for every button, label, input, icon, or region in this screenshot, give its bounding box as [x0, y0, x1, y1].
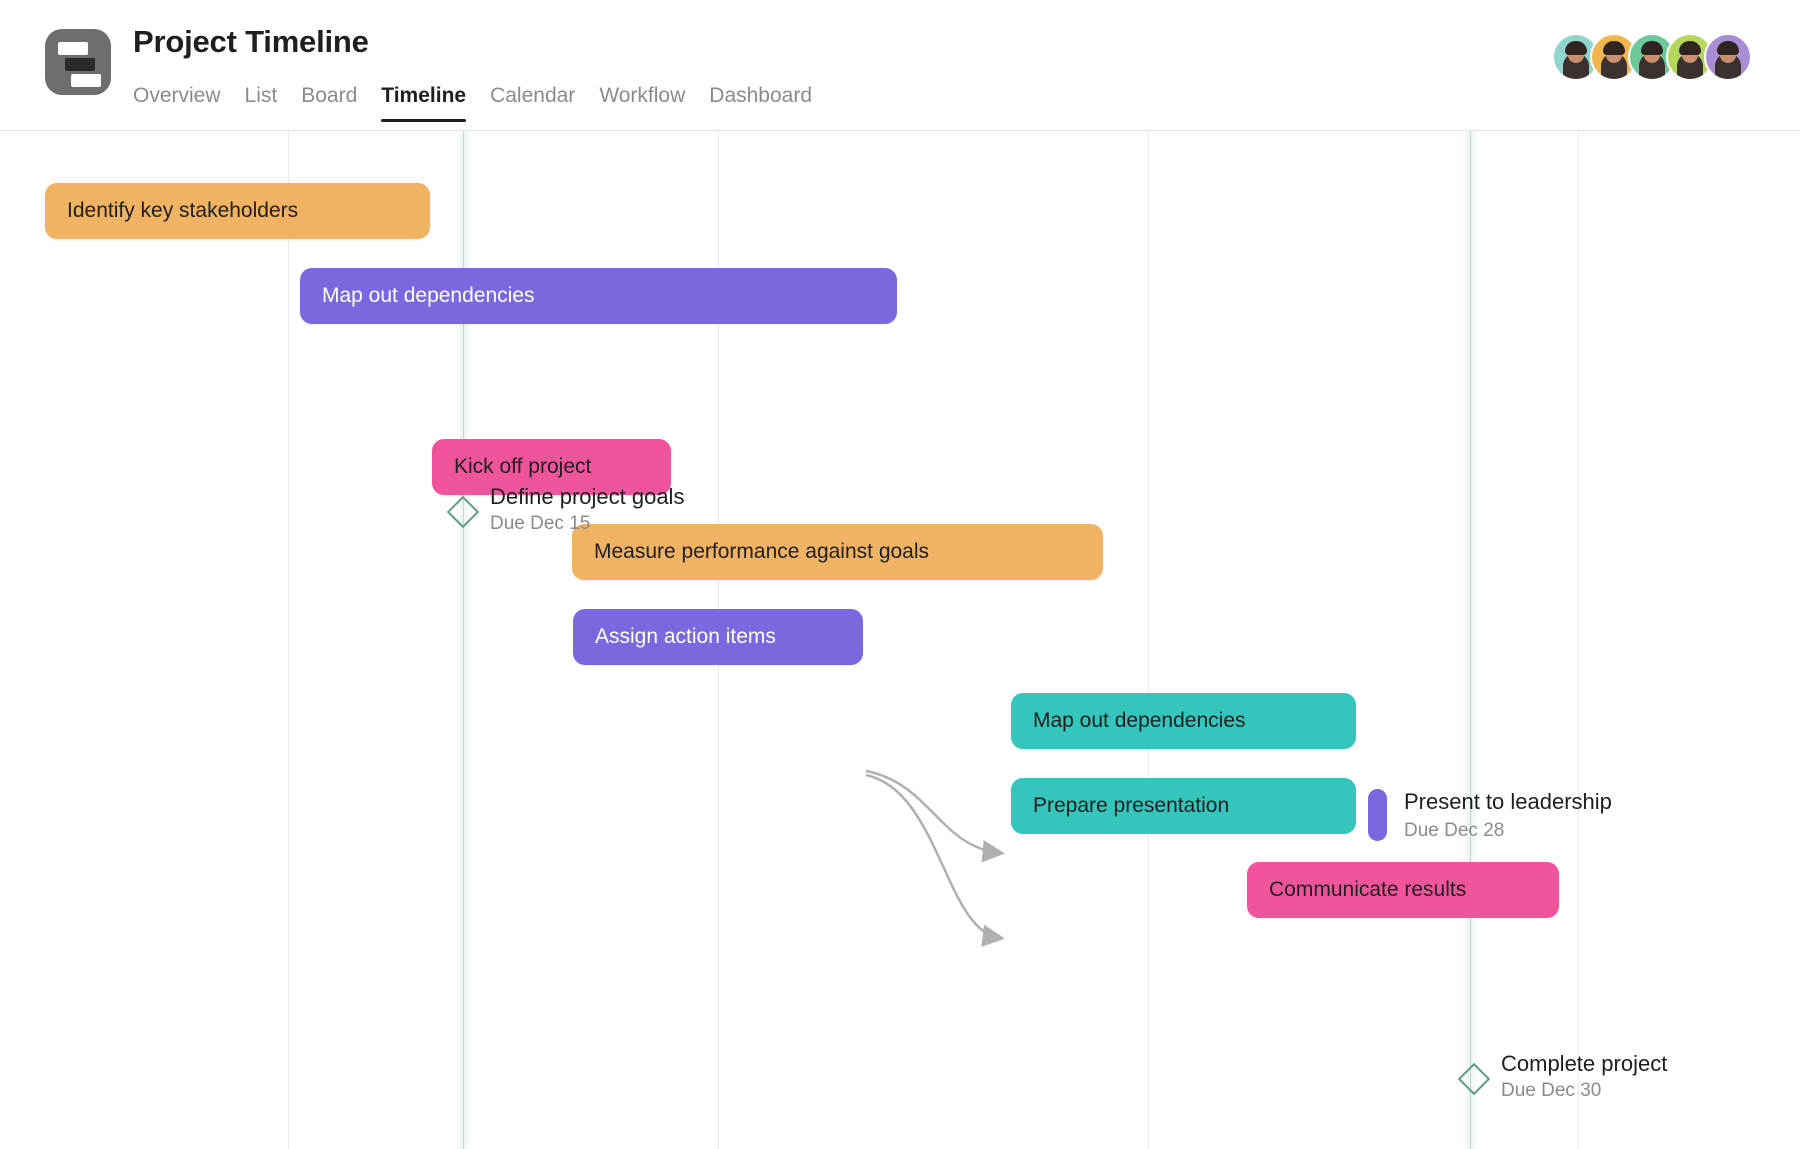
tab-list[interactable]: List [244, 84, 278, 107]
member-avatar-5[interactable] [1704, 33, 1752, 81]
app-header: Project Timeline Overview List Board Timeli… [0, 0, 1800, 131]
task-bar[interactable]: Prepare presentation [1011, 778, 1356, 834]
milestone-due-date: Due Dec 30 [1501, 1080, 1602, 1101]
milestone-title: Define project goals [490, 484, 685, 509]
member-avatar-4[interactable] [1666, 33, 1714, 81]
tab-board[interactable]: Board [301, 84, 358, 107]
dependency-arrow-2 [865, 773, 1005, 947]
milestone-due-date: Due Dec 15 [490, 513, 591, 534]
page-title: Project Timeline [133, 24, 369, 59]
dependency-arrow-1 [865, 769, 1005, 863]
timeline-gantt-logo-icon [45, 29, 111, 95]
short-task-bar[interactable] [1368, 789, 1387, 841]
task-bar[interactable]: Map out dependencies [1011, 693, 1356, 749]
task-bar[interactable]: Map out dependencies [300, 268, 897, 324]
tab-dashboard[interactable]: Dashboard [709, 84, 813, 107]
short-task-title: Present to leadership [1404, 789, 1612, 814]
gridline-today-2 [1470, 131, 1471, 1149]
tab-workflow[interactable]: Workflow [599, 84, 686, 107]
member-avatar-group[interactable] [1552, 33, 1752, 81]
gridline-3 [1148, 131, 1149, 1149]
milestone-title: Complete project [1501, 1051, 1668, 1076]
gridline-1 [288, 131, 289, 1149]
gridline-today-1 [463, 131, 464, 1149]
task-bar[interactable]: Kick off project [432, 439, 671, 495]
member-avatar-3[interactable] [1628, 33, 1676, 81]
task-bar[interactable]: Measure performance against goals [572, 524, 1103, 580]
short-task-due-date: Due Dec 28 [1404, 820, 1505, 841]
dependency-arrow-layer [865, 769, 1005, 947]
tab-timeline[interactable]: Timeline [381, 84, 490, 122]
milestone-diamond-icon [446, 495, 480, 529]
task-bar[interactable]: Assign action items [573, 609, 863, 665]
tab-overview[interactable]: Overview [133, 84, 221, 107]
gridline-4 [1578, 131, 1579, 1149]
task-bar[interactable]: Communicate results [1247, 862, 1559, 918]
milestone-diamond-icon [1457, 1062, 1491, 1096]
tab-calendar[interactable]: Calendar [490, 84, 576, 107]
task-bar[interactable]: Identify key stakeholders [45, 183, 430, 239]
